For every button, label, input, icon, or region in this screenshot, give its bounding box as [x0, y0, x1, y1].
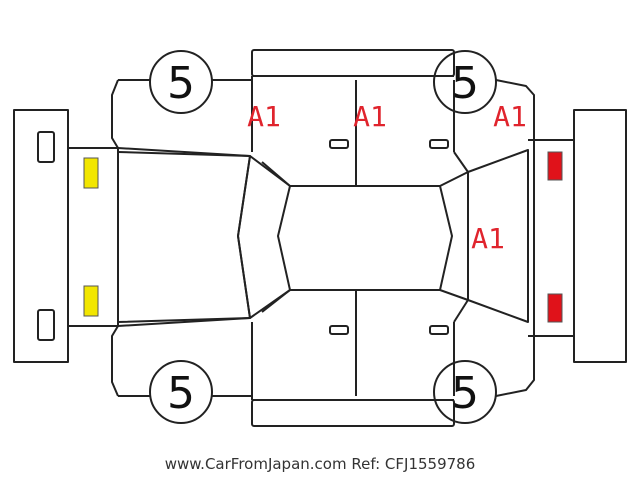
headlight-right — [83, 285, 99, 317]
footer-watermark: www.CarFromJapan.com Ref: CFJ1559786 — [0, 455, 640, 473]
taillight-right — [547, 293, 563, 323]
damage-code-back-glass: A1 — [471, 222, 505, 255]
tire-rear-right-number: 5 — [451, 368, 479, 419]
footer-reference: Ref: CFJ1559786 — [351, 455, 476, 473]
tire-front-left-number: 5 — [167, 58, 195, 109]
footer-website: www.CarFromJapan.com — [164, 455, 347, 473]
rear-bumper — [573, 109, 627, 363]
damage-code-front-door: A1 — [247, 100, 281, 133]
cabin — [237, 151, 469, 323]
front-bumper — [13, 109, 69, 363]
headlight-left — [83, 157, 99, 189]
damage-code-rear-quarter: A1 — [493, 100, 527, 133]
damage-code-rear-door: A1 — [353, 100, 387, 133]
wheel-arches — [149, 50, 497, 424]
tire-rear-left-number: 5 — [451, 58, 479, 109]
rear-deck — [467, 139, 575, 337]
tire-front-right-number: 5 — [167, 368, 195, 419]
taillight-left — [547, 151, 563, 181]
